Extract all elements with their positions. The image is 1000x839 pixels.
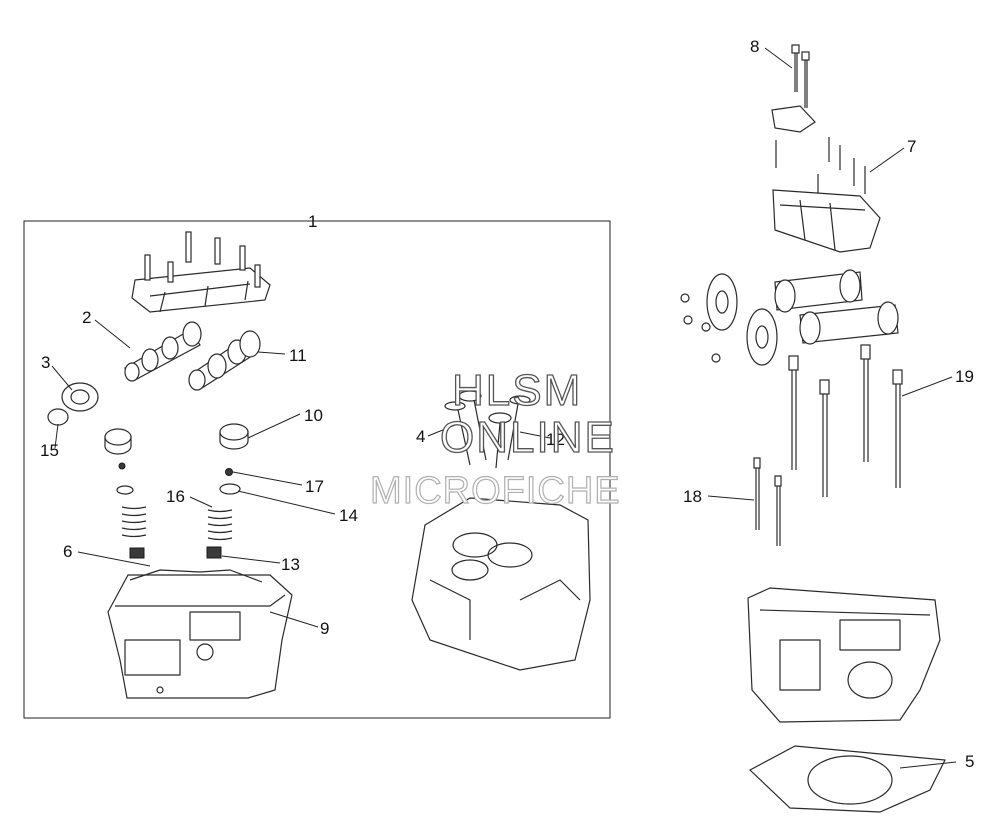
seal-left — [129, 547, 145, 559]
callout-12: 12 — [546, 430, 565, 449]
callout-9: 9 — [320, 619, 329, 638]
callout-13: 13 — [281, 555, 300, 574]
bolts-19 — [788, 344, 903, 497]
callout-8: 8 — [750, 37, 759, 56]
cylinder-head-inner-right — [411, 497, 591, 671]
bolts-18 — [753, 457, 782, 546]
callout-4: 4 — [416, 427, 425, 446]
callout-16: 16 — [166, 487, 185, 506]
camshaft-upper-right — [774, 269, 863, 313]
callout-15: 15 — [40, 441, 59, 460]
callout-5: 5 — [965, 752, 974, 771]
watermark-line-1: HLSM — [452, 366, 582, 415]
cylinder-head-right — [747, 587, 941, 723]
callout-14: 14 — [339, 506, 358, 525]
sprocket-lower — [746, 308, 778, 366]
valve-12 — [458, 390, 531, 469]
tappet-10 — [219, 423, 249, 450]
callout-6: 6 — [63, 542, 72, 561]
spring-16 — [207, 509, 233, 541]
cam-carrier-right — [772, 189, 881, 253]
bracket — [771, 105, 816, 133]
spring-left — [121, 506, 147, 538]
bolts-8 — [791, 44, 810, 108]
keeper-left — [118, 462, 126, 470]
sprocket-upper — [706, 273, 738, 331]
callout-18: 18 — [683, 487, 702, 506]
watermark-line-3: MICROFICHE — [370, 470, 621, 512]
callout-10: 10 — [304, 406, 323, 425]
valve-4 — [444, 401, 471, 466]
leader-lines — [51, 47, 957, 769]
callout-17: 17 — [305, 477, 324, 496]
callout-3: 3 — [41, 353, 50, 372]
ring-15 — [47, 408, 69, 426]
cam-carrier-left — [131, 231, 271, 313]
callout-19: 19 — [955, 367, 974, 386]
callout-11: 11 — [289, 346, 307, 365]
sprocket-3 — [61, 382, 99, 412]
camshaft-11 — [188, 330, 261, 391]
bolts-7 — [775, 137, 866, 198]
assembly-frame — [23, 220, 611, 719]
callout-1: 1 — [308, 212, 317, 231]
tappet-left — [104, 428, 132, 455]
keeper-17 — [225, 468, 233, 476]
retainer-14 — [219, 483, 241, 495]
camshaft-lower-right — [799, 301, 899, 345]
small-bolts — [680, 293, 721, 363]
cylinder-head-left — [107, 569, 293, 699]
watermark-line-2: ONLINE — [440, 413, 616, 462]
camshaft-2 — [124, 321, 202, 382]
retainer-left — [116, 485, 134, 495]
callout-2: 2 — [82, 308, 91, 327]
gasket-5 — [748, 745, 946, 813]
callout-7: 7 — [907, 137, 916, 156]
seal-13 — [206, 546, 222, 559]
